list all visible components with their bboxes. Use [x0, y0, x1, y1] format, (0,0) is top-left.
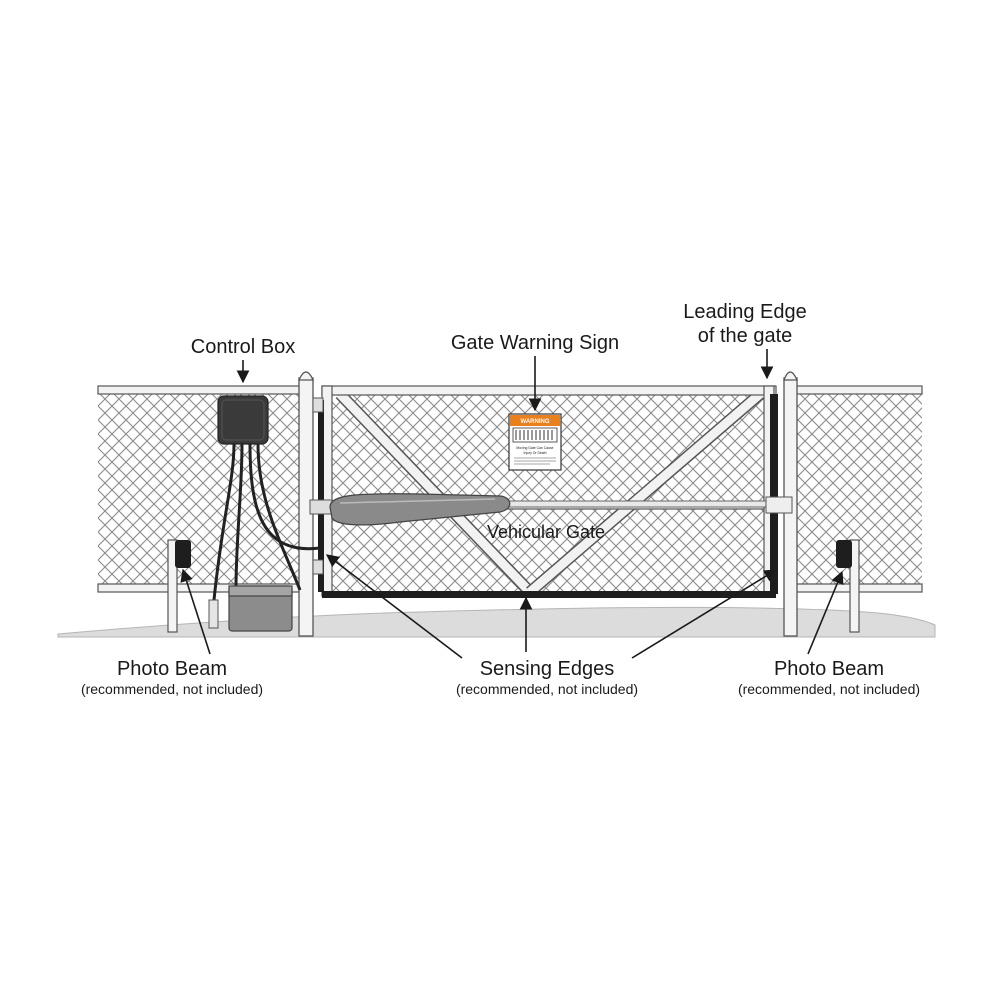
control-box — [208, 395, 321, 629]
vehicular-gate — [318, 385, 778, 598]
gate-warning-sign: WARNING Moving Gate Can Cause Injury Or … — [508, 413, 562, 471]
arrow-photo-beam-right — [807, 570, 844, 655]
ground — [57, 606, 936, 638]
photo-beam-right — [836, 539, 860, 633]
arrow-sensing-right — [631, 569, 778, 659]
label-vehicular-gate: Vehicular Gate — [487, 522, 605, 542]
battery-box — [228, 585, 293, 632]
sign-header: WARNING — [521, 419, 550, 425]
label-photo-beam-left: Photo Beam — [117, 658, 227, 680]
label-leading-edge-line1: Leading Edge — [683, 301, 806, 323]
label-sensing-edges: Sensing Edges — [480, 658, 615, 680]
sign-line2: Injury Or Death — [524, 451, 547, 455]
callout-arrows — [180, 349, 844, 659]
label-sensing-edges-note: (recommended, not included) — [456, 681, 638, 697]
label-warning-sign: Gate Warning Sign — [451, 332, 619, 354]
arrow-photo-beam-left — [180, 568, 211, 655]
label-photo-beam-right-note: (recommended, not included) — [738, 681, 920, 697]
label-photo-beam-left-note: (recommended, not included) — [81, 681, 263, 697]
gate-opener-arm — [309, 493, 793, 526]
label-leading-edge-line2: of the gate — [698, 325, 793, 347]
sign-line1: Moving Gate Can Cause — [516, 446, 553, 450]
label-photo-beam-right: Photo Beam — [774, 658, 884, 680]
left-fence — [97, 385, 304, 593]
arrow-sensing-left — [325, 554, 463, 659]
label-control-box: Control Box — [191, 336, 296, 358]
photo-beam-left — [167, 539, 191, 633]
